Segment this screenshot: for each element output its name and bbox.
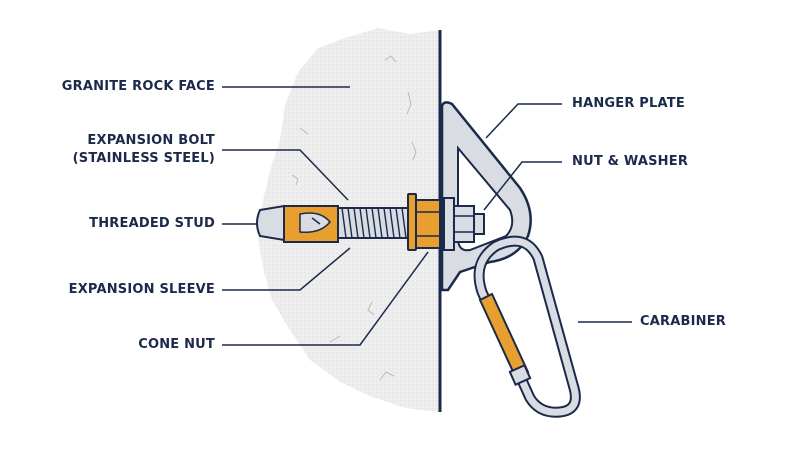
label-expansion-bolt-material: (STAINLESS STEEL) xyxy=(72,151,215,166)
bolt-flange xyxy=(407,193,417,251)
leader-lines xyxy=(222,86,632,346)
rock-cracks xyxy=(291,55,417,381)
label-threaded-stud: THREADED STUD xyxy=(89,216,215,231)
label-expansion-bolt: EXPANSION BOLT xyxy=(87,133,215,148)
cone-nut xyxy=(415,199,441,249)
label-granite-rock-face: GRANITE ROCK FACE xyxy=(61,79,215,94)
leader-expansion-bolt xyxy=(222,149,349,201)
carabiner-gate xyxy=(478,292,532,386)
expansion-sleeve xyxy=(283,205,339,243)
label-cone-nut: CONE NUT xyxy=(138,337,215,352)
leader-cone-nut xyxy=(222,251,429,346)
nut-and-washer xyxy=(443,197,485,251)
bolt-threads xyxy=(341,207,407,239)
carabiner xyxy=(473,235,581,418)
label-carabiner: CARABINER xyxy=(640,314,726,329)
label-hanger-plate: HANGER PLATE xyxy=(572,96,685,111)
label-expansion-sleeve: EXPANSION SLEEVE xyxy=(68,282,215,297)
leader-expansion-sleeve xyxy=(222,247,351,291)
leader-nut-washer xyxy=(483,161,562,211)
label-nut-washer: NUT & WASHER xyxy=(572,154,689,169)
leader-hanger-plate xyxy=(485,103,562,139)
